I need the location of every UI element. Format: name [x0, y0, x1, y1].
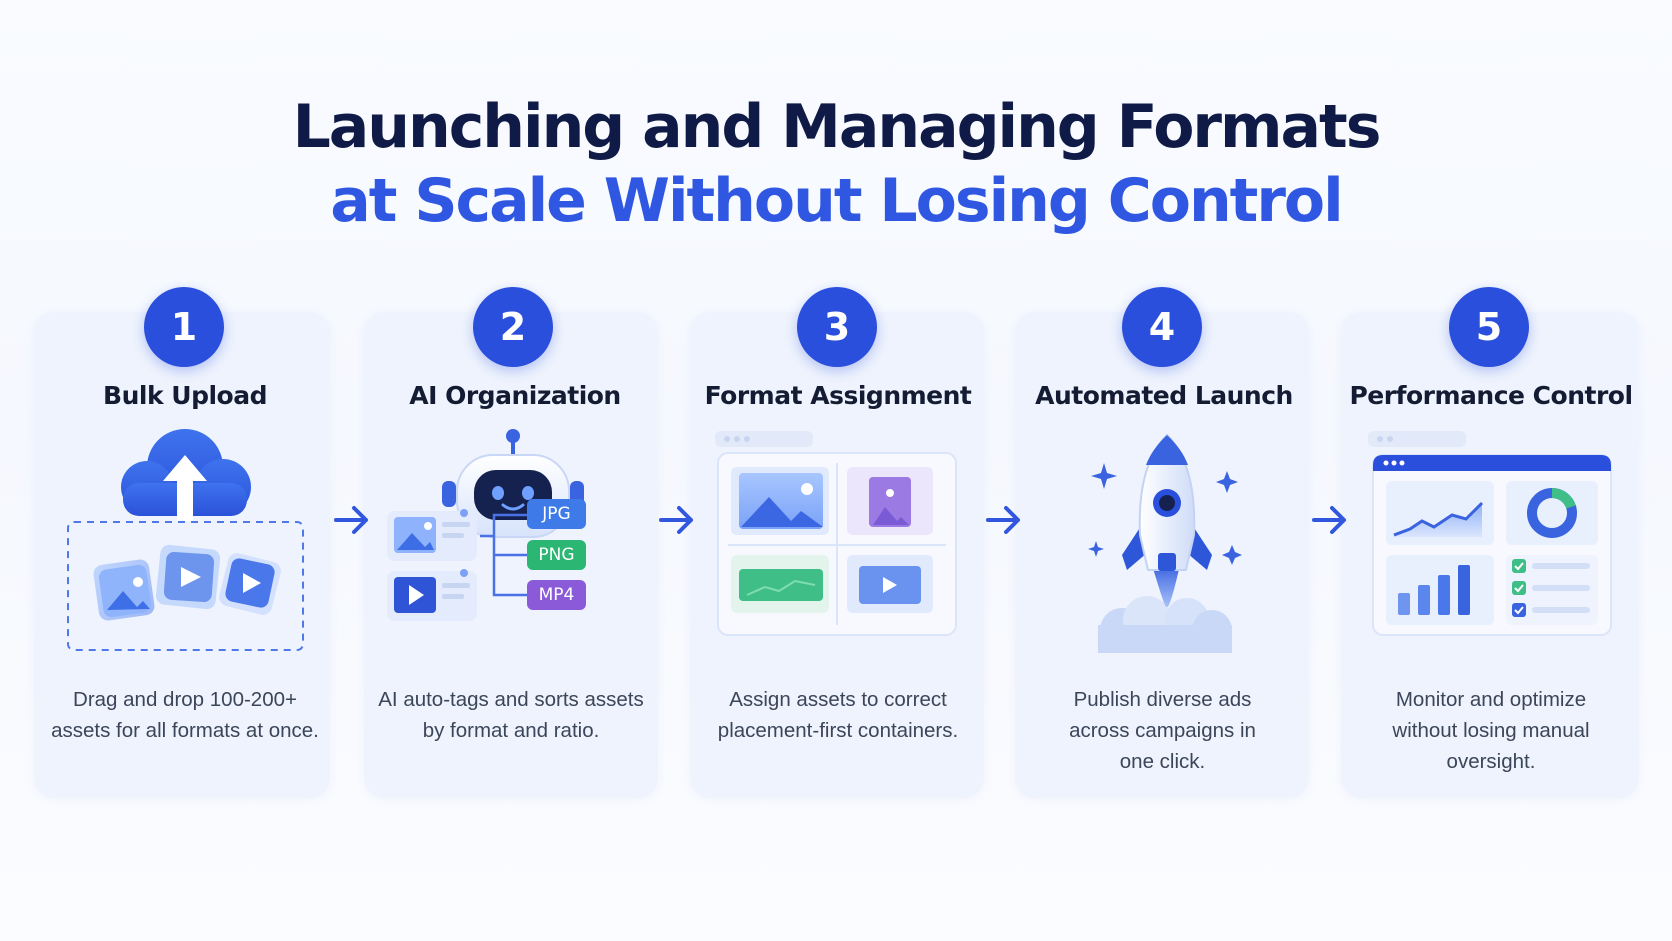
step-number-badge-3: 3	[797, 287, 877, 367]
step-number-badge-2: 2	[473, 287, 553, 367]
format-tag-mp4: MP4	[527, 580, 586, 610]
arrow-right-icon	[986, 506, 1020, 534]
arrow-right-icon	[659, 506, 693, 534]
format-tag-jpg: JPG	[527, 499, 586, 529]
rocket-icon	[1012, 425, 1312, 655]
page-subtitle: at Scale Without Losing Control	[330, 166, 1343, 236]
step-title-2: AI Organization	[409, 381, 621, 410]
step-title-4: Automated Launch	[1035, 381, 1293, 410]
dashboard-icon	[1340, 425, 1640, 655]
step-title-5: Performance Control	[1349, 381, 1633, 410]
step-title-3: Format Assignment	[704, 381, 972, 410]
format-tag-png: PNG	[527, 540, 586, 570]
step-description-5: Monitor and optimize without losing manu…	[1392, 688, 1590, 773]
arrow-right-icon	[334, 506, 368, 534]
step-description-4: Publish diverse ads across campaigns in …	[1069, 688, 1256, 773]
step-title-1: Bulk Upload	[103, 381, 267, 410]
arrow-right-icon	[1312, 506, 1346, 534]
step-number-badge-4: 4	[1122, 287, 1202, 367]
cloud-upload-icon	[35, 425, 335, 655]
step-number-badge-1: 1	[144, 287, 224, 367]
page-title: Launching and Managing Formats	[292, 92, 1382, 162]
step-description-2: AI auto-tags and sorts assets by format …	[378, 688, 644, 742]
step-number-badge-5: 5	[1449, 287, 1529, 367]
robot-icon	[362, 425, 662, 655]
step-description-1: Drag and drop 100-200+ assets for all fo…	[51, 688, 319, 742]
step-description-3: Assign assets to correct placement-first…	[717, 688, 959, 742]
layout-grid-icon	[687, 425, 987, 655]
